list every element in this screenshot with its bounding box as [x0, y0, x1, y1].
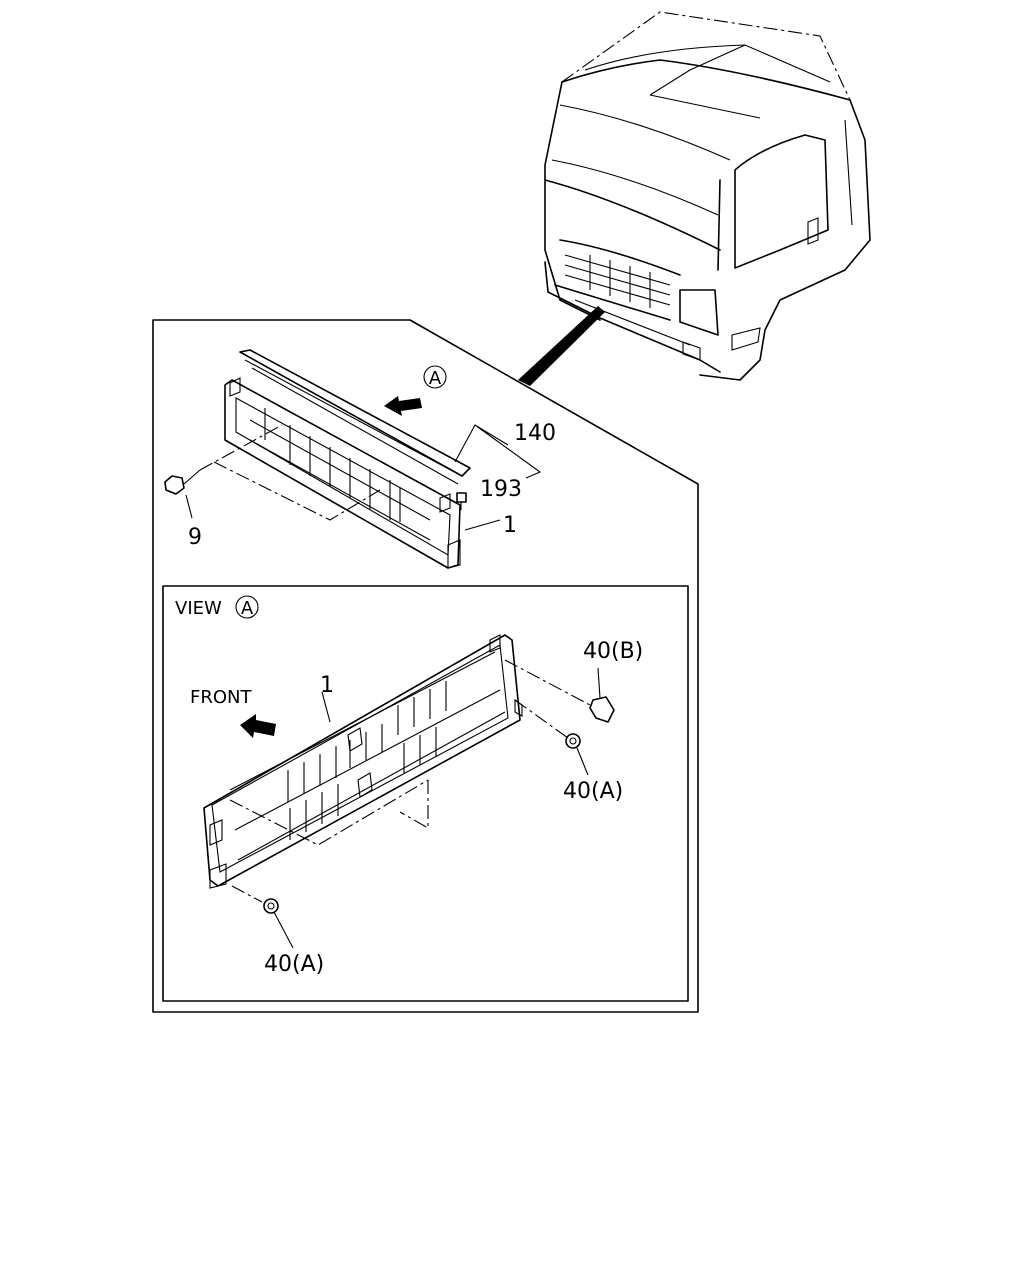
view-a-frame	[162, 585, 689, 1002]
label-part-40b: 40(B)	[583, 639, 643, 664]
label-part-9: 9	[188, 525, 202, 550]
truck-cab-illustration	[544, 11, 871, 381]
label-part-140: 140	[514, 421, 556, 446]
callout-a-circle	[423, 365, 447, 389]
view-direction-arrow	[384, 396, 422, 416]
view-a-title: VIEW	[175, 598, 222, 619]
front-label: FRONT	[190, 687, 252, 708]
front-arrow	[240, 714, 276, 738]
view-a-circle	[235, 595, 259, 619]
detail-border	[152, 319, 699, 1013]
grille-assembly-top	[164, 349, 471, 569]
label-part-193: 193	[480, 477, 522, 502]
clip-40b	[589, 696, 615, 723]
callout-a-label: A	[429, 368, 442, 389]
label-part-40a-bottom: 40(A)	[264, 952, 324, 977]
grille-rear-view	[203, 634, 591, 903]
label-part-40a-right: 40(A)	[563, 779, 623, 804]
label-part-1-top: 1	[503, 513, 517, 538]
nut-40a-right	[565, 733, 581, 749]
pointer-arrow	[518, 306, 605, 386]
label-part-1-view: 1	[320, 673, 334, 698]
nut-40a-bottom	[263, 898, 279, 914]
view-a-circle-label: A	[241, 598, 254, 619]
